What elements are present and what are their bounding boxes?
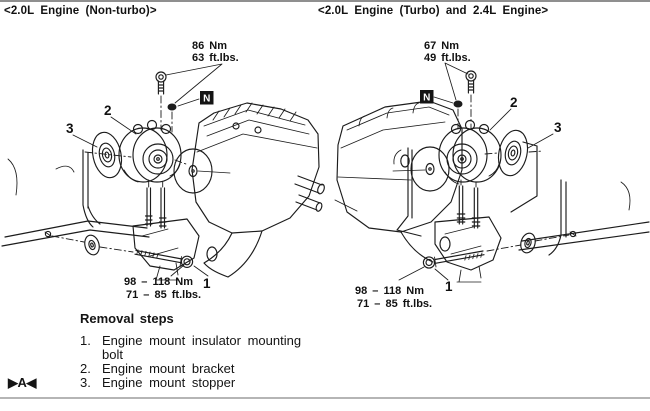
insulator-mounting-bolt bbox=[134, 249, 194, 268]
engine-mount-stopper bbox=[91, 131, 123, 179]
left-diagram: N 86 Nm 63 ft.lbs. 2 3 bbox=[1, 40, 325, 301]
leader-line bbox=[444, 62, 469, 101]
leader-line bbox=[165, 63, 223, 104]
callout-part-3: 3 bbox=[554, 120, 562, 135]
bolt-axis-line bbox=[486, 234, 570, 252]
removal-steps-heading: Removal steps bbox=[80, 311, 174, 326]
upper-mount-nut bbox=[167, 103, 177, 133]
assembly-axis-line bbox=[484, 150, 544, 155]
step-number: 3. bbox=[80, 375, 91, 390]
step-label: Engine mount bracket bbox=[102, 361, 235, 376]
lower-torque-imperial: 71 – 85 ft.lbs. bbox=[357, 298, 432, 310]
leader-line bbox=[110, 116, 137, 135]
lower-torque-metric: 98 – 118 Nm bbox=[355, 285, 424, 297]
leader-line bbox=[433, 96, 454, 104]
upper-torque-metric: 86 Nm bbox=[192, 40, 227, 52]
right-diagram: N 67 Nm 49 ft.lbs. 2 3 bbox=[334, 40, 650, 310]
list-item: 2. Engine mount bracket bbox=[8, 362, 328, 376]
step-label: Engine mount stopper bbox=[102, 375, 236, 390]
engine-mount-bracket bbox=[438, 119, 502, 185]
callout-part-2: 2 bbox=[510, 95, 518, 110]
callout-part-1: 1 bbox=[203, 276, 211, 291]
stopper-bracket-panel bbox=[510, 141, 538, 213]
engine-block bbox=[173, 102, 325, 278]
lower-torque-imperial: 71 – 85 ft.lbs. bbox=[126, 289, 201, 301]
callout-part-2: 2 bbox=[104, 103, 112, 118]
bolt-axis-line bbox=[51, 235, 134, 253]
lower-torque-metric: 98 – 118 Nm bbox=[124, 276, 193, 288]
upper-mount-bolt bbox=[155, 71, 167, 131]
body-frame bbox=[518, 179, 650, 256]
step-label: Engine mount insulator mounting bolt bbox=[102, 333, 302, 362]
upper-mount-nut bbox=[453, 100, 463, 130]
upper-torque-metric: 67 Nm bbox=[424, 40, 459, 52]
new-part-symbol: N bbox=[177, 91, 214, 107]
mount-insulator-body bbox=[132, 218, 200, 281]
new-part-symbol-letter: N bbox=[203, 93, 210, 104]
removal-steps: Removal steps 1. Engine mount insulator … bbox=[8, 312, 328, 390]
leader-line bbox=[72, 134, 98, 148]
upper-torque-imperial: 63 ft.lbs. bbox=[192, 52, 239, 64]
leader-line bbox=[489, 108, 512, 131]
new-part-symbol-letter: N bbox=[423, 92, 430, 103]
leader-line bbox=[170, 264, 209, 277]
step-number: 2. bbox=[80, 361, 91, 376]
engine-mount-stopper bbox=[497, 129, 529, 177]
reinstall-marker: ▶A◀ bbox=[8, 375, 36, 390]
mount-insulator-body bbox=[434, 216, 502, 283]
body-frame bbox=[1, 149, 150, 247]
engine-block bbox=[334, 100, 463, 263]
top-rule bbox=[0, 0, 650, 2]
callout-part-1: 1 bbox=[445, 279, 453, 294]
list-item: 1. Engine mount insulator mounting bolt bbox=[8, 334, 328, 362]
list-item: ▶A◀ 3. Engine mount stopper bbox=[8, 376, 328, 390]
new-part-symbol: N bbox=[420, 90, 454, 104]
engine-mount-bracket bbox=[118, 119, 182, 183]
upper-torque-imperial: 49 ft.lbs. bbox=[424, 52, 471, 64]
bottom-rule bbox=[0, 397, 650, 399]
mount-studs bbox=[456, 179, 481, 229]
leader-line bbox=[398, 266, 449, 281]
leader-line bbox=[527, 133, 554, 149]
bolt-washer bbox=[520, 232, 536, 254]
insulator-mounting-bolt bbox=[422, 250, 485, 269]
callout-part-3: 3 bbox=[66, 121, 74, 136]
bolt-washer bbox=[84, 234, 100, 256]
step-number: 1. bbox=[80, 333, 91, 348]
right-diagram-title: <2.0L Engine (Turbo) and 2.4L Engine> bbox=[318, 5, 549, 17]
upper-mount-bolt bbox=[465, 70, 477, 129]
left-diagram-title: <2.0L Engine (Non-turbo)> bbox=[4, 5, 157, 17]
mount-studs bbox=[144, 179, 167, 229]
leader-line bbox=[177, 98, 200, 107]
assembly-axis-line bbox=[84, 151, 187, 165]
